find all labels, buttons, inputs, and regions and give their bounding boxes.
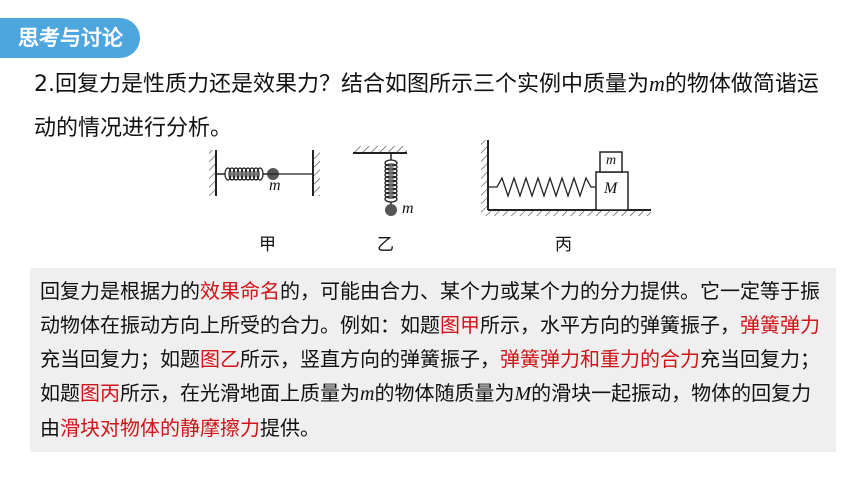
question-part1: 回复力是性质力还是效果力？结合如图所示三个实例中质量为 xyxy=(55,72,650,97)
answer-s5: 所示，竖直方向的弹簧振子， xyxy=(240,347,500,371)
figure-bing-caption: 丙 xyxy=(555,235,572,255)
answer-var-M: M xyxy=(514,383,532,405)
section-tag: 思考与讨论 xyxy=(0,18,140,58)
answer-highlight-5: 弹簧弹力和重力的合力 xyxy=(500,347,700,371)
figure-yi-mass-label: m xyxy=(402,200,414,217)
figure-bing-diagram xyxy=(481,140,651,216)
question-text: 2.回复力是性质力还是效果力？结合如图所示三个实例中质量为m的物体做简谐运动的情… xyxy=(34,62,834,151)
answer-highlight-1: 效果命名 xyxy=(200,279,280,303)
figure-bing-lower-block-label: M xyxy=(604,180,618,197)
answer-s7: 所示，在光滑地面上质量为 xyxy=(120,381,360,405)
answer-s2: 的，可能由合力、某个力或某个力的分力提供。它一定等于振动物体在振动方向上所受的合… xyxy=(40,279,820,337)
answer-s6: 充当回复力；如题 xyxy=(40,347,820,405)
answer-highlight-7: 滑块对物体的静摩擦力 xyxy=(60,416,260,440)
answer-highlight-6: 图丙 xyxy=(80,381,120,405)
figure-jia-mass-label: m xyxy=(269,177,281,194)
figure-jia-caption: 甲 xyxy=(259,235,276,255)
figure-yi-caption: 乙 xyxy=(377,235,394,255)
answer-s1: 回复力是根据力的 xyxy=(40,279,200,303)
answer-s3: 所示，水平方向的弹簧振子， xyxy=(480,313,740,337)
figure-jia-diagram xyxy=(209,150,320,196)
answer-s8: 的物体随质量为 xyxy=(374,381,515,405)
question-part2: 的物体做简谐运动的情况进行分析。 xyxy=(34,72,819,141)
figure-bing-upper-block-label: m xyxy=(606,153,617,168)
answer-box: 回复力是根据力的效果命名的，可能由合力、某个力或某个力的分力提供。它一定等于振动… xyxy=(30,268,836,452)
question-number: 2. xyxy=(34,72,55,97)
question-var-m: m xyxy=(649,71,665,96)
answer-s4: 充当回复力；如题 xyxy=(40,347,200,371)
answer-highlight-3: 弹簧弹力 xyxy=(740,313,820,337)
answer-s9: 的滑块一起振动，物体的回复力由 xyxy=(40,381,812,440)
answer-var-m: m xyxy=(360,383,375,405)
figure-yi-diagram xyxy=(353,146,407,216)
answer-highlight-2: 图甲 xyxy=(440,313,480,337)
answer-s10: 提供。 xyxy=(260,416,320,440)
spring-diagrams xyxy=(209,140,651,216)
spring-figures: m m m M 甲 乙 丙 xyxy=(205,140,665,260)
answer-highlight-4: 图乙 xyxy=(200,347,240,371)
